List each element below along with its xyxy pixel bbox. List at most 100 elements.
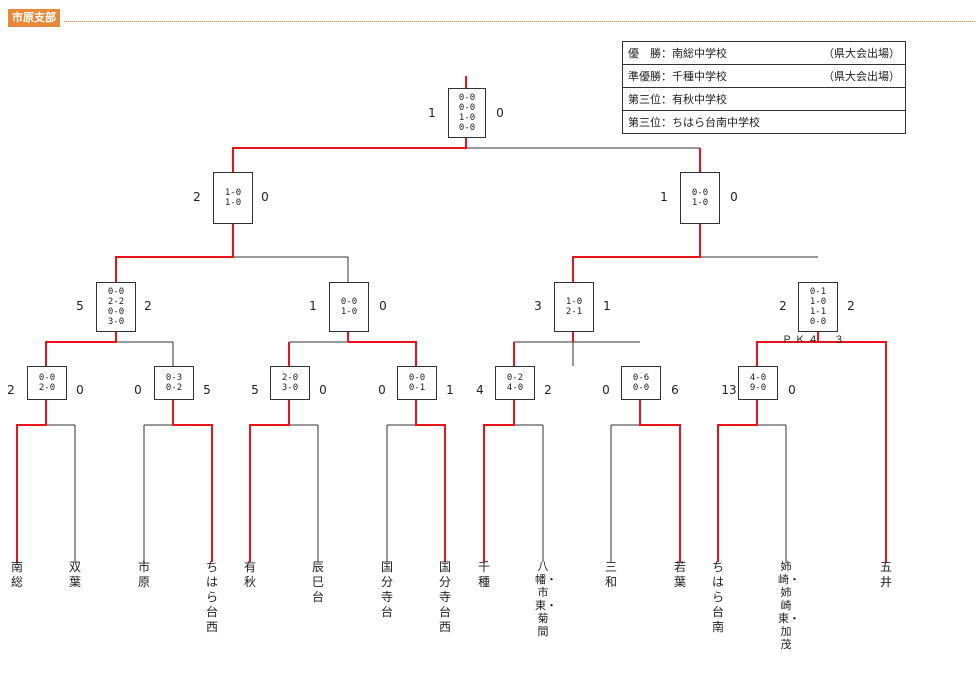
score-right: 0 <box>788 383 796 397</box>
bracket-line <box>514 424 544 562</box>
match-score-box: 0-0 2-0 <box>27 366 67 400</box>
bracket-line <box>143 424 173 562</box>
period-score: 2-0 <box>38 383 56 393</box>
winner-line <box>465 76 701 172</box>
period-score: 1-0 <box>809 297 827 307</box>
period-score: 4-0 <box>506 383 524 393</box>
score-left: 5 <box>251 383 259 397</box>
winner-line <box>288 330 349 366</box>
period-score: 2-1 <box>565 307 583 317</box>
score-left: 13 <box>721 383 737 397</box>
match-score-box: 1-0 1-0 <box>213 172 253 224</box>
period-score: 0-0 <box>38 373 56 383</box>
team-name: 国分寺台西 <box>438 560 451 634</box>
team-name: ちはら台南 <box>711 560 724 634</box>
winner-line <box>115 222 234 282</box>
score-left: 1 <box>660 190 668 204</box>
score-right: 2 <box>847 299 855 313</box>
match-score-box: 0-2 4-0 <box>495 366 535 400</box>
period-score: 0-0 <box>809 317 827 327</box>
period-score: 9-0 <box>749 383 767 393</box>
score-right: 0 <box>496 106 504 120</box>
result-label: 第三位：有秋中学校 <box>628 93 727 106</box>
winner-line <box>756 341 818 366</box>
period-score: 0-1 <box>809 287 827 297</box>
score-right: 0 <box>379 299 387 313</box>
score-right: 6 <box>671 383 679 397</box>
bracket-line <box>233 256 349 282</box>
winner-line <box>415 398 446 562</box>
score-right: 1 <box>603 299 611 313</box>
score-right: 0 <box>261 190 269 204</box>
period-score: 0-3 <box>165 373 183 383</box>
period-score: 1-0 <box>565 297 583 307</box>
period-score: 0-0 <box>691 188 709 198</box>
score-left: 3 <box>534 299 542 313</box>
team-name: ちはら台西 <box>205 560 218 634</box>
result-row: 準優勝：千種中学校 （県大会出場） <box>622 64 906 88</box>
result-row: 第三位：有秋中学校 <box>622 87 906 111</box>
period-score: 0-1 <box>408 383 426 393</box>
match-score-box: 0-6 0-0 <box>621 366 661 400</box>
period-score: 1-0 <box>224 188 242 198</box>
winner-line <box>45 330 117 366</box>
team-name: 三和 <box>604 560 617 589</box>
winner-line <box>639 398 681 562</box>
score-left: 0 <box>602 383 610 397</box>
winner-line <box>249 398 290 562</box>
period-score: 0-2 <box>165 383 183 393</box>
bracket-line <box>289 424 319 562</box>
score-left: 5 <box>76 299 84 313</box>
period-score: 2-2 <box>107 297 125 307</box>
winner-line <box>572 222 701 282</box>
score-left: 2 <box>7 383 15 397</box>
match-score-box: 0-0 1-0 <box>680 172 720 224</box>
team-name: 有秋 <box>243 560 256 589</box>
period-score: 0-0 <box>340 297 358 307</box>
match-score-box: 4-0 9-0 <box>738 366 778 400</box>
score-left: 2 <box>193 190 201 204</box>
period-score: 0-0 <box>408 373 426 383</box>
score-right: 2 <box>544 383 552 397</box>
bracket-line <box>757 424 787 562</box>
team-name: 千種 <box>477 560 490 589</box>
match-score-box: 2-0 3-0 <box>270 366 310 400</box>
score-right: 1 <box>446 383 454 397</box>
result-note: （県大会出場） <box>823 70 900 83</box>
period-score: 4-0 <box>749 373 767 383</box>
score-left: 1 <box>309 299 317 313</box>
team-name: 姉崎・姉崎東・加茂 <box>778 560 800 651</box>
result-row: 第三位：ちはら台南中学校 <box>622 110 906 134</box>
period-score: 3-0 <box>107 317 125 327</box>
period-score: 1-1 <box>809 307 827 317</box>
team-name: 辰巳台 <box>311 560 324 604</box>
team-name: 国分寺台 <box>380 560 393 619</box>
winner-line <box>348 341 417 366</box>
match-score-box: 0-3 0-2 <box>154 366 194 400</box>
bracket-line <box>116 341 174 366</box>
match-score-box: 0-0 0-0 1-0 0-0 <box>448 88 486 138</box>
bracket-line <box>46 424 76 562</box>
result-label: 準優勝：千種中学校 <box>628 70 727 83</box>
score-left: 4 <box>476 383 484 397</box>
score-right: 0 <box>730 190 738 204</box>
result-label: 優 勝：南総中学校 <box>628 47 727 60</box>
period-score: 0-2 <box>506 373 524 383</box>
team-name: 若葉 <box>673 560 686 589</box>
pk-score: ＰＫ４ ３ <box>782 335 847 346</box>
team-name: 南総 <box>10 560 23 589</box>
period-score: 0-0 <box>458 123 476 133</box>
score-left: 0 <box>378 383 386 397</box>
score-right: 0 <box>76 383 84 397</box>
header-divider <box>64 21 975 22</box>
period-score: 1-0 <box>224 198 242 208</box>
bracket-line <box>386 424 416 562</box>
match-score-box: 0-0 1-0 <box>329 282 369 332</box>
period-score: 0-0 <box>107 307 125 317</box>
result-note: （県大会出場） <box>823 47 900 60</box>
period-score: 0-0 <box>458 103 476 113</box>
score-left: 1 <box>428 106 436 120</box>
winner-line <box>172 398 213 562</box>
match-score-box: 0-0 2-2 0-0 3-0 <box>96 282 136 332</box>
bracket-line <box>610 424 640 562</box>
